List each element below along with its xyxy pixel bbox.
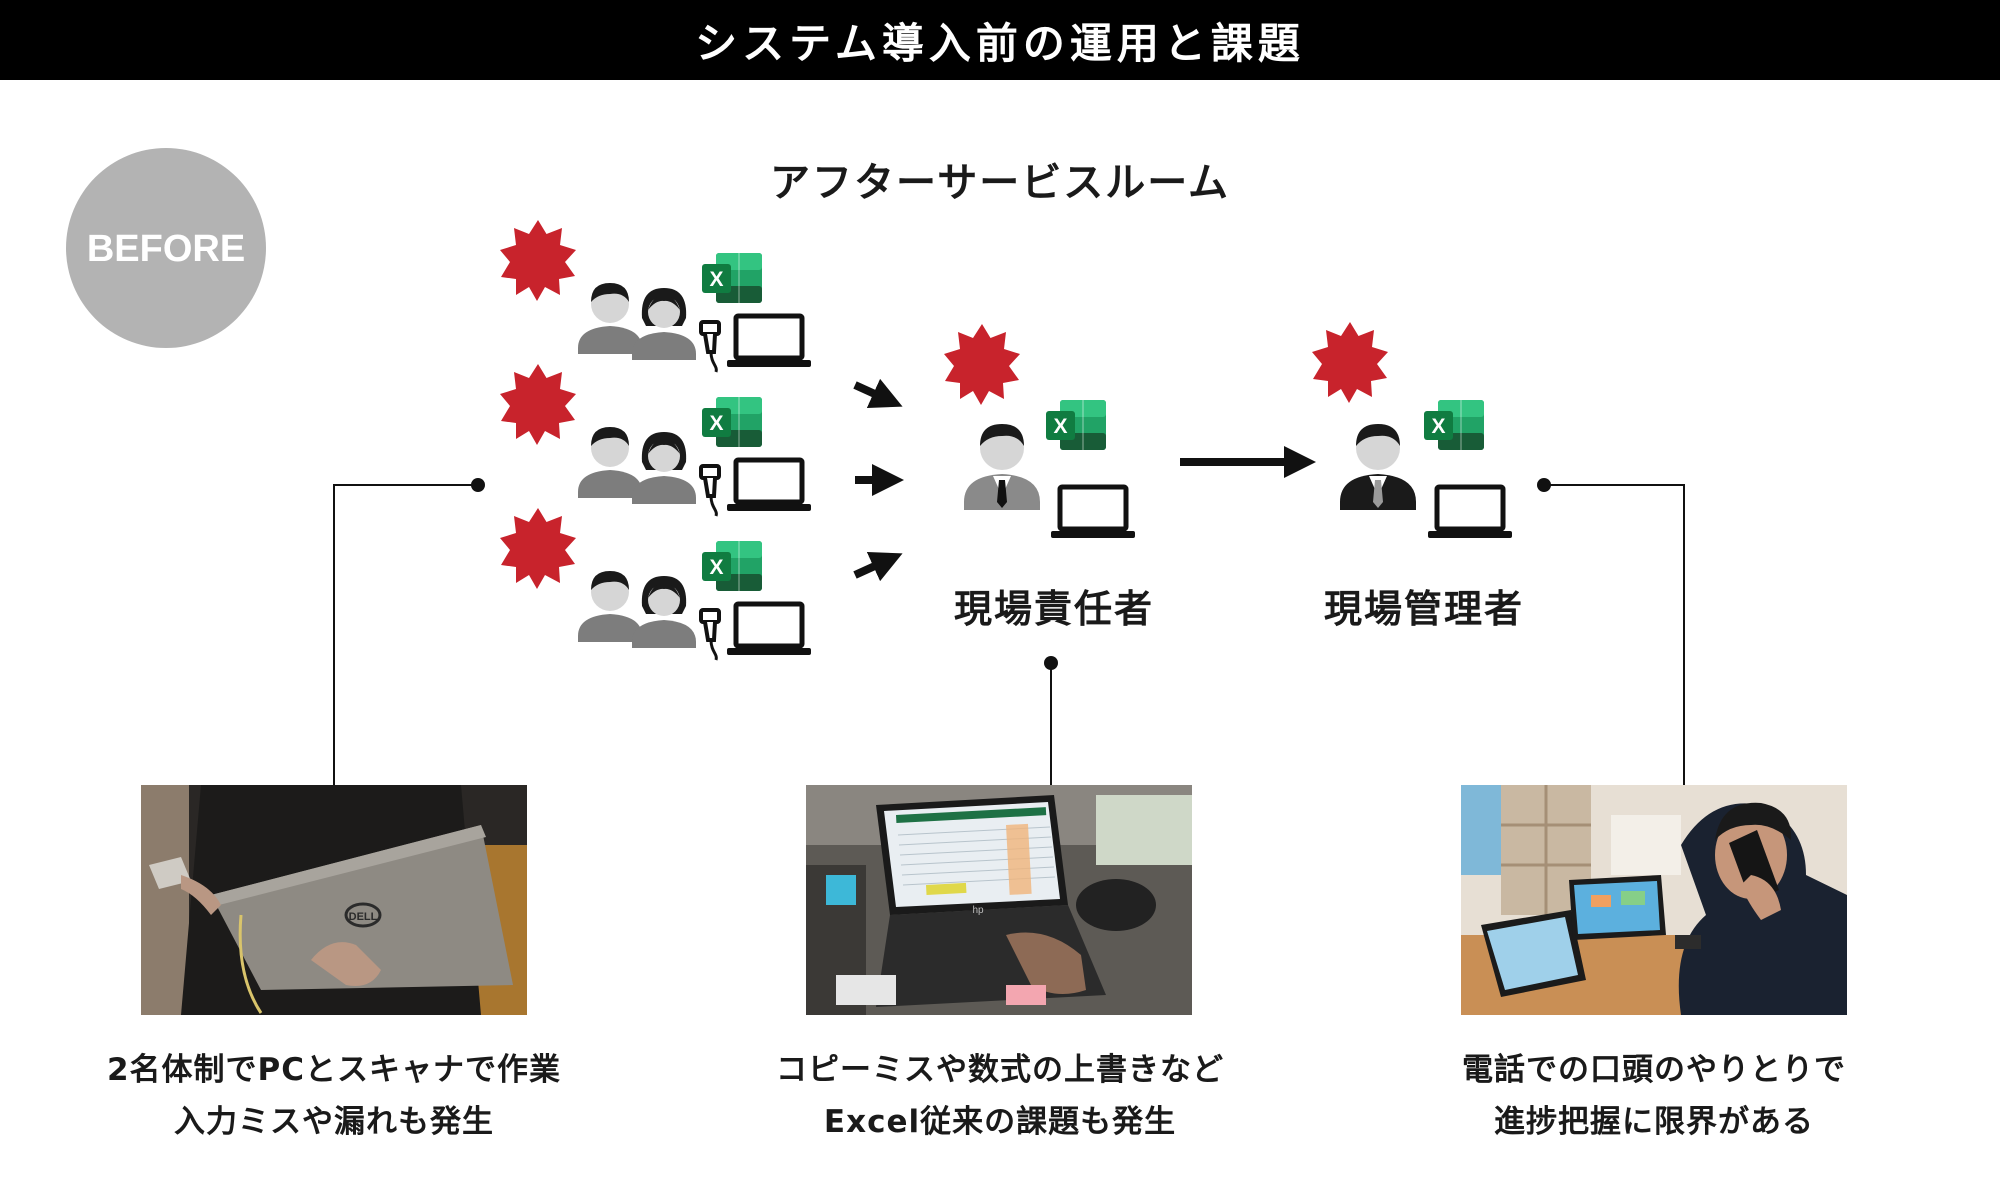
excel-icon — [701, 540, 763, 592]
photo-excel-laptop: hp — [806, 785, 1192, 1015]
header-title: システム導入前の運用と課題 — [695, 18, 1305, 68]
worker-female-icon — [632, 432, 696, 504]
flow-arrows — [853, 378, 1316, 582]
connector-lines — [333, 484, 1685, 785]
site-manager-label: 現場管理者 — [1323, 587, 1524, 631]
laptop-icon — [1428, 487, 1512, 538]
excel-icon — [701, 252, 763, 304]
caption-right-line1: 電話での口頭のやりとりで — [1462, 1052, 1846, 1088]
caption-right-line2: 進捗把握に限界がある — [1494, 1104, 1814, 1140]
alert-burst-icon — [500, 508, 576, 589]
worker-male-icon — [578, 571, 642, 642]
manager-icon — [1340, 424, 1416, 510]
excel-icon — [1045, 399, 1107, 451]
photo-laptop-scanner: DELL — [141, 785, 527, 1015]
laptop-icon — [727, 604, 811, 655]
barcode-scanner-icon — [699, 464, 721, 518]
caption-right: 電話での口頭のやりとりで 進捗把握に限界がある — [1374, 1044, 1934, 1148]
connector-dot-right — [1537, 478, 1551, 492]
laptop-logo: DELL — [349, 911, 378, 923]
leader-icon — [964, 424, 1040, 510]
excel-icon — [1423, 399, 1485, 451]
alert-burst-icon — [944, 324, 1020, 405]
caption-center-line1: コピーミスや数式の上書きなど — [776, 1052, 1224, 1088]
worker-group-1 — [500, 220, 811, 374]
site-leader-figure — [944, 324, 1135, 538]
before-badge-label: BEFORE — [87, 228, 245, 270]
alert-burst-icon — [500, 364, 576, 445]
arrow-down-right-icon — [853, 378, 903, 408]
laptop-icon — [1051, 487, 1135, 538]
caption-left: 2名体制でPCとスキャナで作業 入力ミスや漏れも発生 — [54, 1044, 614, 1148]
arrow-up-right-icon — [853, 552, 903, 582]
connector-dot-center — [1044, 656, 1058, 670]
worker-female-icon — [632, 576, 696, 648]
alert-burst-icon — [500, 220, 576, 301]
before-badge: BEFORE — [66, 148, 266, 348]
site-leader-label: 現場責任者 — [953, 587, 1154, 631]
worker-group-3 — [500, 508, 811, 662]
caption-left-line1: 2名体制でPCとスキャナで作業 — [106, 1052, 562, 1088]
alert-burst-icon — [1312, 322, 1388, 403]
connector-right — [1544, 484, 1685, 785]
caption-center-line2: Excel従来の課題も発生 — [823, 1104, 1177, 1140]
laptop-icon — [727, 460, 811, 511]
caption-left-line2: 入力ミスや漏れも発生 — [174, 1104, 494, 1140]
worker-male-icon — [578, 283, 642, 354]
site-manager-figure — [1312, 322, 1512, 538]
barcode-scanner-icon — [699, 320, 721, 374]
barcode-scanner-icon — [699, 608, 721, 662]
photo-phone-call — [1461, 785, 1847, 1015]
room-title: アフターサービスルーム — [770, 160, 1230, 206]
worker-female-icon — [632, 288, 696, 360]
excel-icon — [701, 396, 763, 448]
connector-dot-left — [471, 478, 485, 492]
worker-male-icon — [578, 427, 642, 498]
connector-left — [333, 484, 478, 785]
laptop-icon — [727, 316, 811, 367]
worker-group-2 — [500, 364, 811, 518]
caption-center: コピーミスや数式の上書きなど Excel従来の課題も発生 — [720, 1044, 1280, 1148]
laptop-logo: hp — [972, 905, 984, 916]
header-bar: システム導入前の運用と課題 — [0, 0, 2000, 80]
